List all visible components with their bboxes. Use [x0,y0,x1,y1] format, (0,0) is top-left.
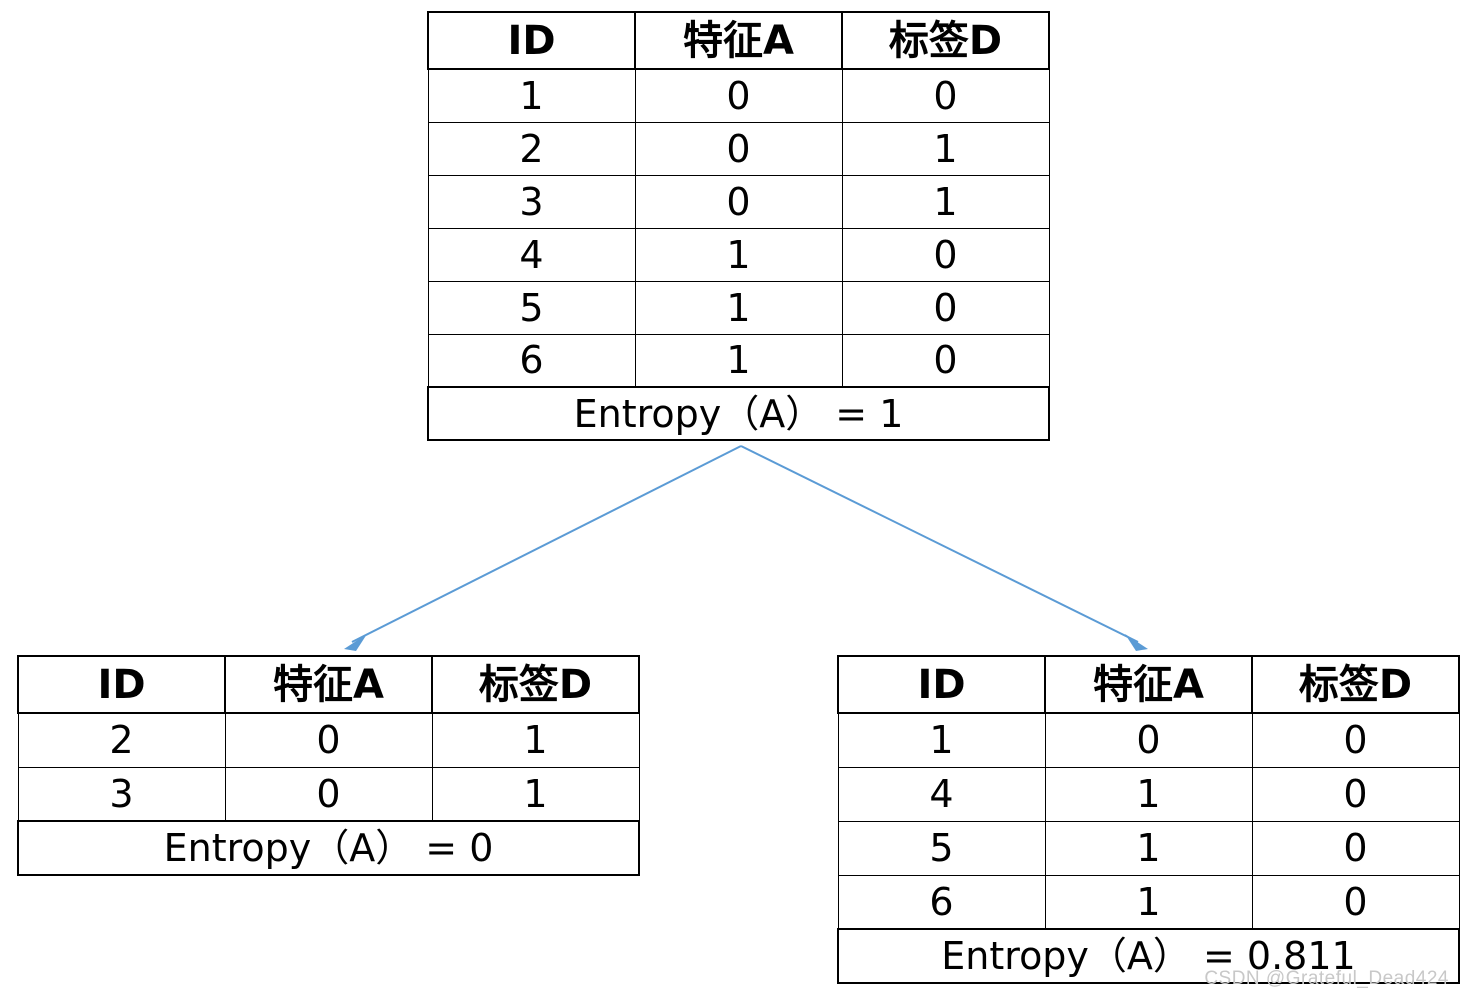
cell-feature-a: 1 [634,280,843,335]
entropy-row: Entropy（A） = 0 [17,820,640,876]
watermark: CSDN @Grateful_Dead424 [1204,968,1449,989]
cell-feature-a: 0 [634,174,843,229]
arrow-head-right [1125,634,1148,651]
cell-feature-a: 1 [1044,820,1253,876]
cell-label-d: 0 [841,280,1050,335]
table-header-row: ID 特征A 标签D [837,655,1460,714]
cell-id: 5 [837,820,1046,876]
cell-label-d: 0 [841,68,1050,123]
cell-feature-a: 0 [634,68,843,123]
table-row: 4 1 0 [837,766,1460,822]
cell-id: 4 [837,766,1046,822]
column-header-label-d: 标签D [1251,655,1460,714]
cell-feature-a: 0 [1044,712,1253,768]
root-table: ID 特征A 标签D 1 0 0 2 0 1 3 0 1 4 1 0 5 1 0 [427,11,1050,441]
cell-feature-a: 1 [634,333,843,388]
cell-label-d: 0 [1251,766,1460,822]
cell-feature-a: 1 [634,227,843,282]
entropy-label: Entropy（A） = 1 [427,386,1050,441]
entropy-row: Entropy（A） = 1 [427,386,1050,441]
table-row: 2 0 1 [427,121,1050,176]
cell-label-d: 0 [841,333,1050,388]
cell-feature-a: 0 [224,712,433,768]
table-row: 6 1 0 [427,333,1050,388]
cell-label-d: 0 [1251,820,1460,876]
table-header-row: ID 特征A 标签D [427,11,1050,70]
cell-label-d: 1 [841,121,1050,176]
cell-id: 6 [427,333,636,388]
cell-label-d: 1 [431,766,640,822]
entropy-label: Entropy（A） = 0.811 [837,928,1460,984]
table-row: 6 1 0 [837,874,1460,930]
column-header-feature-a: 特征A [224,655,433,714]
column-header-feature-a: 特征A [634,11,843,70]
cell-id: 3 [427,174,636,229]
cell-id: 5 [427,280,636,335]
cell-label-d: 0 [1251,874,1460,930]
table-row: 1 0 0 [837,712,1460,768]
cell-feature-a: 1 [1044,766,1253,822]
column-header-label-d: 标签D [841,11,1050,70]
cell-id: 4 [427,227,636,282]
cell-id: 2 [17,712,226,768]
table-row: 3 0 1 [427,174,1050,229]
table-header-row: ID 特征A 标签D [17,655,640,714]
column-header-id: ID [427,11,636,70]
right-child-table: ID 特征A 标签D 1 0 0 4 1 0 5 1 0 6 1 0 Entro… [837,655,1460,984]
cell-id: 1 [837,712,1046,768]
table-row: 3 0 1 [17,766,640,822]
table-row: 1 0 0 [427,68,1050,123]
cell-id: 6 [837,874,1046,930]
cell-feature-a: 0 [634,121,843,176]
column-header-id: ID [17,655,226,714]
cell-label-d: 0 [841,227,1050,282]
cell-feature-a: 1 [1044,874,1253,930]
column-header-label-d: 标签D [431,655,640,714]
table-row: 5 1 0 [837,820,1460,876]
cell-label-d: 1 [841,174,1050,229]
entropy-row: Entropy（A） = 0.811 [837,928,1460,984]
cell-label-d: 1 [431,712,640,768]
arrow-to-left-table [351,445,742,643]
table-row: 4 1 0 [427,227,1050,282]
cell-id: 2 [427,121,636,176]
column-header-feature-a: 特征A [1044,655,1253,714]
arrow-to-right-table [740,445,1139,643]
cell-label-d: 0 [1251,712,1460,768]
entropy-label: Entropy（A） = 0 [17,820,640,876]
left-child-table: ID 特征A 标签D 2 0 1 3 0 1 Entropy（A） = 0 [17,655,640,876]
arrow-head-left [344,634,367,651]
cell-id: 1 [427,68,636,123]
table-row: 5 1 0 [427,280,1050,335]
cell-feature-a: 0 [224,766,433,822]
column-header-id: ID [837,655,1046,714]
cell-id: 3 [17,766,226,822]
table-row: 2 0 1 [17,712,640,768]
